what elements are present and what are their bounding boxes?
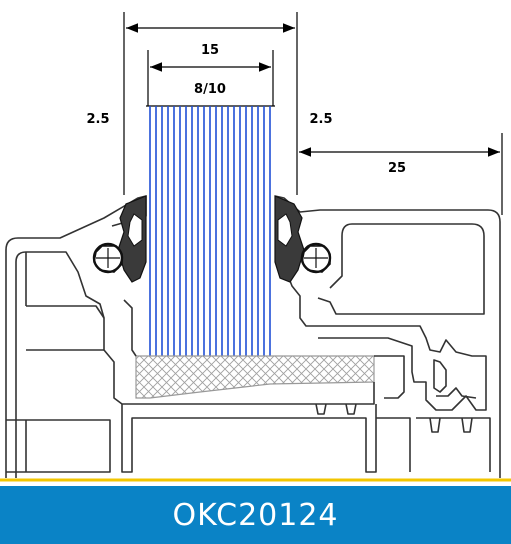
extension-lines [123,12,503,215]
glass-panel-lines [149,106,271,356]
gasket-left [92,195,147,283]
dim-label-left-clearance: 2.5 [86,112,109,127]
gasket-right [274,195,332,283]
dim-label-glass-thickness: 8/10 [194,82,226,97]
product-code-banner: OKC20124 [0,486,511,544]
profile-cross-section-drawing: 15 8/10 2.5 2.5 25 [0,12,511,482]
frame-profile [5,195,501,478]
dim-label-overall-width: 15 [201,43,219,58]
setting-block-mesh [135,355,375,399]
dimension-lines [126,23,500,157]
dim-label-frame-offset: 25 [388,161,406,176]
dim-label-right-clearance: 2.5 [309,112,332,127]
product-code: OKC20124 [172,497,339,533]
